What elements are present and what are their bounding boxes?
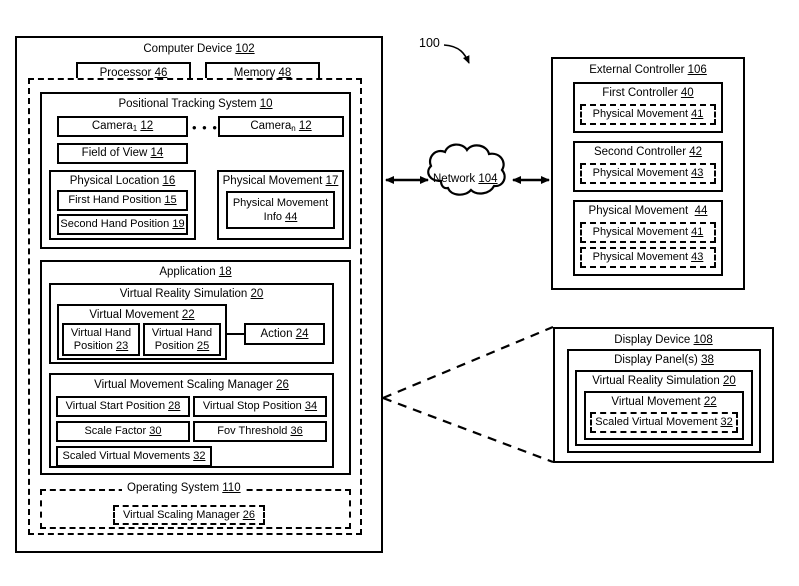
scale-factor-box: Scale Factor 30 [56,421,190,442]
application-title: Application 18 [159,266,232,278]
external-physical-movement-44-title: Physical Movement 44 [588,205,708,217]
positional-tracking-system-title: Positional Tracking System 10 [118,98,273,110]
display-panels-title: Display Panel(s) 38 [614,354,714,366]
first-hand-position-box: First Hand Position 15 [57,190,188,211]
network-ref: 104 [478,173,498,185]
external-controller-title: External Controller 106 [589,64,707,76]
virtual-stop-position-box: Virtual Stop Position 34 [193,396,327,417]
virtual-reality-simulation-title: Virtual Reality Simulation 20 [119,288,264,300]
external-physical-movement-43-box: Physical Movement 43 [580,247,716,268]
display-device-leader-lower [383,398,553,462]
virtual-movement-22-title: Virtual Movement 22 [89,309,195,321]
virtual-hand-position-23-box: Virtual Hand Position 23 [62,323,140,356]
network-cloud [428,145,504,195]
first-controller-physical-movement-41-box: Physical Movement 41 [580,104,716,125]
network-label: Network 104 [433,173,498,185]
second-controller-physical-movement-43-box: Physical Movement 43 [580,163,716,184]
physical-movement-17-title: Physical Movement 17 [222,175,339,187]
camera-first-box: Camera1 12 [57,116,188,137]
scaled-virtual-movements-box: Scaled Virtual Movements 32 [56,446,212,467]
physical-movement-info-box: Physical Movement Info 44 [226,191,335,229]
virtual-start-position-box: Virtual Start Position 28 [56,396,190,417]
display-device-title: Display Device 108 [614,334,713,346]
physical-location-title: Physical Location 16 [69,175,176,187]
second-hand-position-box: Second Hand Position 19 [57,214,188,235]
virtual-hand-position-25-box: Virtual Hand Position 25 [143,323,221,356]
fov-threshold-box: Fov Threshold 36 [193,421,327,442]
figure-ref-leader [444,45,469,64]
action-24-box: Action 24 [244,323,325,345]
virtual-movement-scaling-manager-title: Virtual Movement Scaling Manager 26 [94,379,289,391]
figure-ref-label: 100 [419,36,440,50]
display-virtual-movement-title: Virtual Movement 22 [611,396,717,408]
external-physical-movement-41-box: Physical Movement 41 [580,222,716,243]
second-controller-title: Second Controller 42 [593,146,703,158]
field-of-view-box: Field of View 14 [57,143,188,164]
camera-ellipsis: • • • [192,120,218,135]
camera-last-box: Cameran 12 [218,116,344,137]
computer-device-title: Computer Device 102 [143,43,255,55]
virtual-scaling-manager-box: Virtual Scaling Manager 26 [113,505,265,525]
first-controller-title: First Controller 40 [602,87,694,99]
scaled-virtual-movement-32-box: Scaled Virtual Movement 32 [590,412,738,433]
display-device-leader-upper [383,327,553,398]
display-virtual-reality-simulation-title: Virtual Reality Simulation 20 [592,375,736,387]
operating-system-title: Operating System 110 [122,482,246,494]
